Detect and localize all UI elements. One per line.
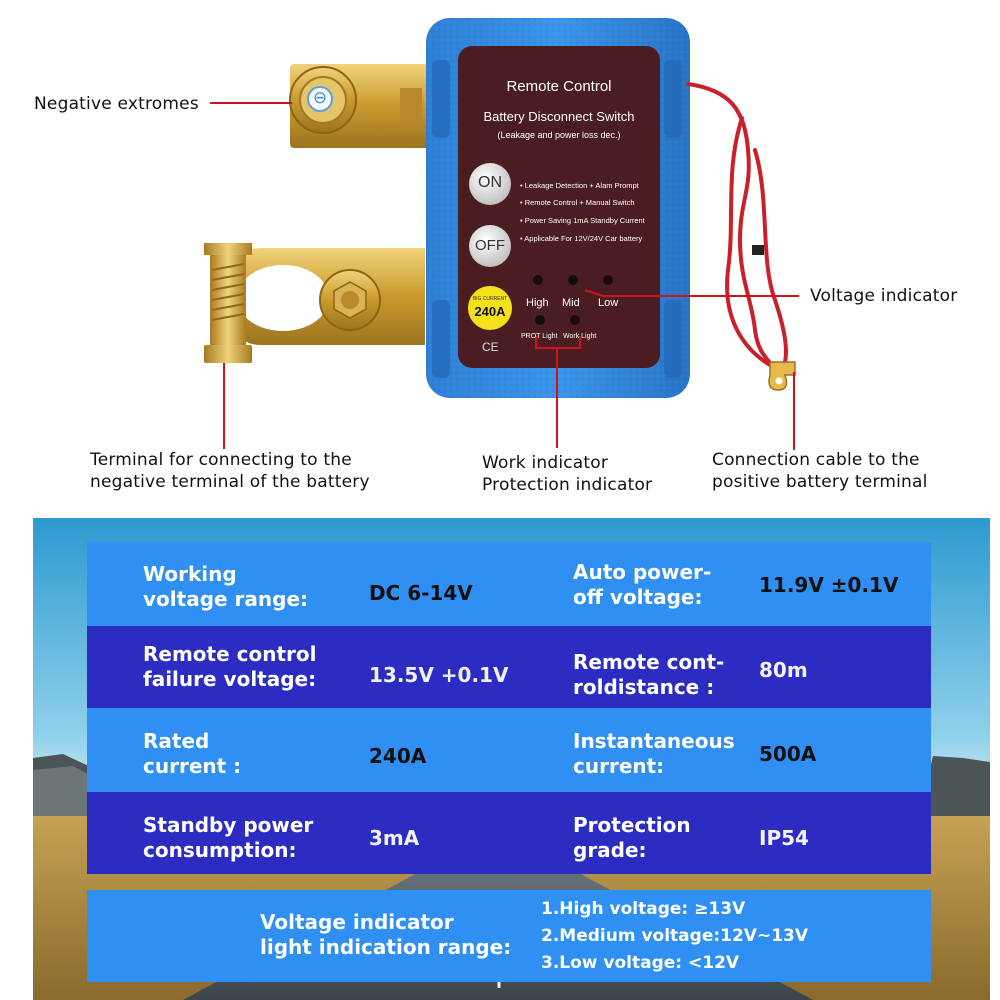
- device-title: Remote Control: [506, 78, 612, 95]
- spec-value: 240A: [369, 744, 427, 768]
- spec-value: 80m: [759, 658, 808, 682]
- leader-terminal: [223, 363, 225, 449]
- device-case: [426, 18, 690, 398]
- callout-terminal: Terminal for connecting to the negative …: [90, 450, 370, 492]
- on-button-label: ON: [478, 174, 502, 191]
- prot-light-label: PROT Light: [521, 333, 558, 340]
- range-item: 1.High voltage: ≥13V: [541, 899, 746, 919]
- spec-panel: Working voltage range: DC 6-14V Auto pow…: [33, 518, 990, 1000]
- spec-value: 13.5V +0.1V: [369, 663, 509, 687]
- badge-caption: BIG CURRENT: [472, 296, 508, 302]
- spec-label: Remote control failure voltage:: [143, 642, 317, 691]
- spec-value: 3mA: [369, 826, 420, 850]
- spec-label: Rated current :: [143, 729, 242, 778]
- leader-negative: [210, 102, 292, 104]
- spec-row: Standby power consumption: 3mA Protectio…: [87, 792, 931, 874]
- clamp-terminal: [204, 243, 425, 363]
- badge-value: 240A: [474, 304, 506, 319]
- led-label-low: Low: [598, 297, 619, 309]
- range-item: 3.Low voltage: <12V: [541, 953, 740, 973]
- led-label-mid: Mid: [562, 297, 580, 309]
- callout-cable: Connection cable to the positive battery…: [712, 450, 928, 492]
- range-item: 2.Medium voltage:12V~13V: [541, 926, 809, 946]
- callout-work-protection: Work indicator Protection indicator: [482, 453, 653, 495]
- ce-mark: CE: [482, 340, 499, 354]
- off-button[interactable]: [469, 225, 511, 267]
- positive-cable: [686, 82, 788, 374]
- work-light-label: Work Light: [563, 333, 597, 340]
- feature-item: • Applicable For 12V/24V Car battery: [520, 234, 643, 243]
- leader-voltage: [603, 295, 799, 297]
- leader-work: [556, 348, 558, 448]
- ring-terminal: [752, 245, 796, 391]
- device-subtitle: Battery Disconnect Switch: [483, 109, 635, 124]
- voltage-range-label: Voltage indicator light indication range…: [260, 910, 512, 959]
- spec-label: Standby power consumption:: [143, 813, 314, 862]
- negative-terminal: [289, 64, 430, 148]
- spec-value: 11.9V ±0.1V: [759, 573, 899, 597]
- voltage-leds: [533, 275, 613, 325]
- spec-label: Working voltage range:: [143, 562, 309, 611]
- spec-value: 500A: [759, 742, 817, 766]
- current-badge: [468, 286, 512, 330]
- spec-label: Remote cont- roldistance :: [573, 650, 725, 699]
- spec-row: Working voltage range: DC 6-14V Auto pow…: [87, 542, 931, 626]
- spec-row: Rated current : 240A Instantaneous curre…: [87, 708, 931, 792]
- voltage-range-row: Voltage indicator light indication range…: [87, 890, 931, 982]
- device-note: (Leakage and power loss dec.): [497, 130, 621, 140]
- spec-label: Protection grade:: [573, 813, 691, 862]
- spec-label: Auto power- off voltage:: [573, 560, 712, 609]
- on-button[interactable]: [469, 163, 511, 205]
- spec-value: DC 6-14V: [369, 581, 473, 605]
- callout-negative: Negative extromes: [34, 94, 199, 114]
- spec-label: Instantaneous current:: [573, 729, 735, 778]
- leader-cable: [793, 372, 795, 450]
- feature-item: • Power Saving 1mA Standby Current: [520, 216, 645, 225]
- led-label-high: High: [526, 297, 549, 309]
- voltage-range-list: 1.High voltage: ≥13V 2.Medium voltage:12…: [541, 896, 808, 977]
- spec-row: Remote control failure voltage: 13.5V +0…: [87, 626, 931, 708]
- feature-item: • Leakage Detection + Alam Prompt: [520, 181, 639, 190]
- device-illustration: [204, 18, 796, 398]
- off-button-label: OFF: [475, 237, 505, 254]
- spec-value: IP54: [759, 826, 809, 850]
- feature-item: • Remote Control + Manual Switch: [520, 198, 635, 207]
- callout-voltage-indicator: Voltage indicator: [810, 286, 958, 306]
- negative-symbol-icon: ⊖: [312, 88, 328, 108]
- product-diagram: Remote Control Battery Disconnect Switch…: [34, 18, 958, 495]
